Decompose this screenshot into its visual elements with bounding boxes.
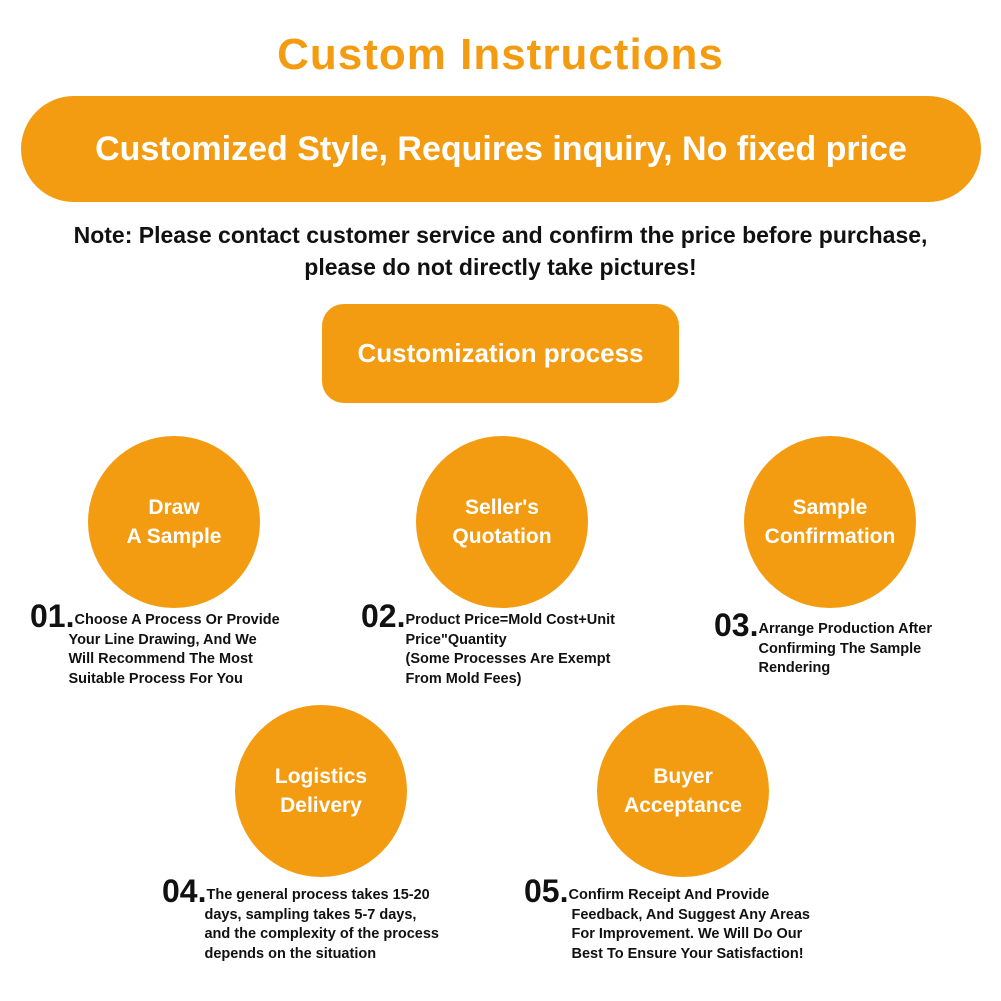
step-3-desc-line-3: Rendering	[758, 660, 831, 676]
note-line-1: Note: Please contact customer service an…	[73, 222, 928, 248]
step-3-circle: Sample Confirmation	[744, 436, 916, 608]
step-2-desc-line-3: (Some Processes Are Exempt	[405, 651, 611, 667]
price-banner: Customized Style, Requires inquiry, No f…	[21, 96, 981, 202]
process-heading-label: Customization process	[357, 338, 644, 368]
step-4-circle: Logistics Delivery	[235, 705, 407, 877]
step-5-desc-line-3: For Improvement. We Will Do Our	[571, 926, 803, 942]
step-4-desc-line-4: depends on the situation	[204, 945, 377, 962]
step-5-circle: Buyer Acceptance	[597, 705, 769, 877]
step-2-desc-line-4: From Mold Fees)	[405, 670, 522, 687]
step-1-number: 01.	[30, 598, 75, 634]
step-2-description: 02. Product Price=Mold Cost+Unit Price"Q…	[361, 600, 615, 689]
note-line-2: please do not directly take pictures!	[304, 254, 697, 280]
purchase-note: Note: Please contact customer service an…	[0, 219, 1001, 283]
step-4-desc-line-1: The general process takes 15-20	[206, 887, 430, 903]
step-3-description: 03. Arrange Production After Confirming …	[714, 609, 932, 679]
step-1-desc-line-4: Suitable Process For You	[68, 670, 243, 687]
step-5-circle-line-2: Acceptance	[624, 794, 742, 817]
step-3-desc-line-1: Arrange Production After	[758, 621, 932, 637]
step-1-desc-line-3: Will Recommend The Most	[68, 651, 253, 667]
step-1-circle-line-1: Draw	[148, 496, 200, 519]
step-4-circle-line-1: Logistics	[274, 765, 368, 788]
step-2-desc-line-1: Product Price=Mold Cost+Unit	[405, 612, 615, 628]
step-5-desc-line-2: Feedback, And Suggest Any Areas	[571, 906, 810, 923]
banner-text: Customized Style, Requires inquiry, No f…	[95, 129, 907, 168]
step-3-desc-line-2: Confirming The Sample	[758, 640, 922, 657]
step-4-desc-line-3: and the complexity of the process	[204, 926, 439, 942]
page-title: Custom Instructions	[277, 30, 724, 79]
step-2-desc-line-2: Price"Quantity	[405, 631, 507, 648]
process-heading-box: Customization process	[322, 304, 679, 403]
step-1-desc-line-2: Your Line Drawing, And We	[68, 631, 257, 648]
step-3-circle-line-1: Sample	[792, 496, 868, 519]
step-5-circle-line-1: Buyer	[653, 765, 713, 788]
step-4-desc-line-2: days, sampling takes 5-7 days,	[204, 906, 417, 923]
step-5-desc-line-4: Best To Ensure Your Satisfaction!	[571, 945, 804, 962]
step-5-desc-line-1: Confirm Receipt And Provide	[568, 887, 770, 903]
step-3-circle-line-2: Confirmation	[764, 525, 896, 548]
step-1-desc-line-1: Choose A Process Or Provide	[74, 612, 280, 628]
step-1-circle: Draw A Sample	[88, 436, 260, 608]
step-2-number: 02.	[361, 598, 406, 634]
step-1-description: 01. Choose A Process Or Provide Your Lin…	[30, 600, 280, 689]
step-2-circle: Seller's Quotation	[416, 436, 588, 608]
step-4-description: 04. The general process takes 15-20 days…	[162, 875, 439, 964]
step-5-description: 05. Confirm Receipt And Provide Feedback…	[524, 875, 810, 964]
step-3-number: 03.	[714, 607, 759, 643]
step-2-circle-line-2: Quotation	[452, 525, 552, 548]
step-2-circle-line-1: Seller's	[465, 496, 539, 519]
step-4-circle-line-2: Delivery	[280, 794, 362, 817]
step-4-number: 04.	[162, 873, 207, 909]
step-5-number: 05.	[524, 873, 569, 909]
step-1-circle-line-2: A Sample	[126, 525, 222, 548]
